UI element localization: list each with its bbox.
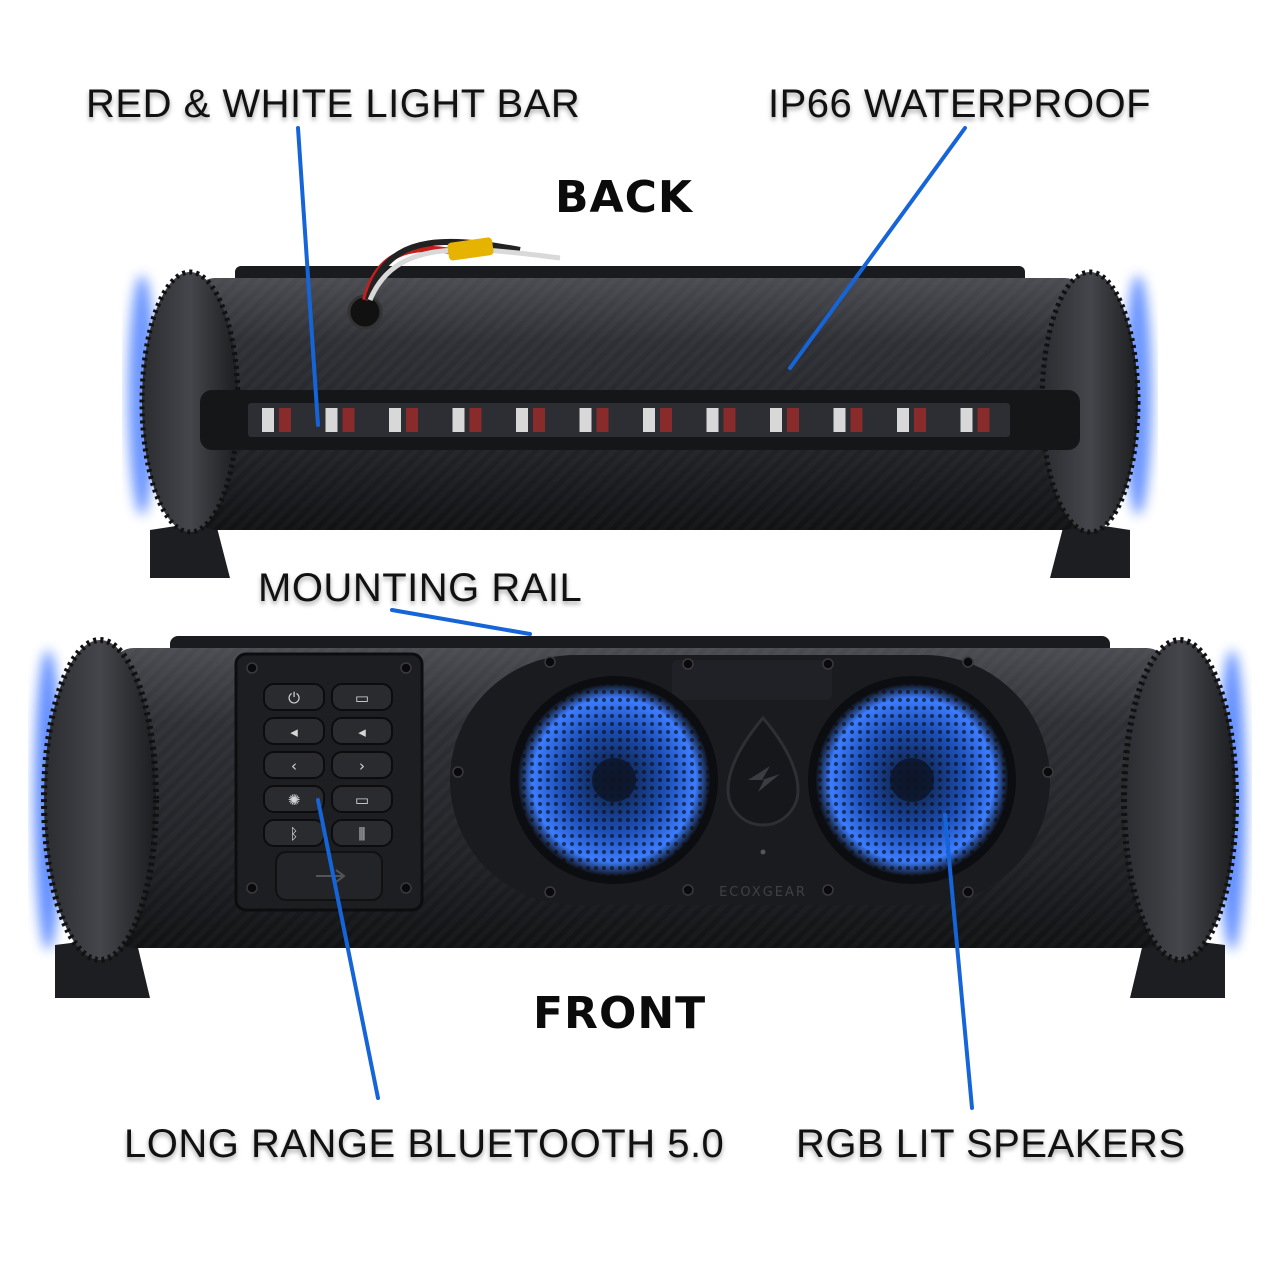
led-segment (643, 408, 655, 432)
led-segment (706, 408, 719, 432)
led-segment (596, 408, 609, 432)
led-segment (833, 408, 846, 432)
leader-lines (296, 126, 974, 1110)
left-end-cap-front (44, 640, 156, 960)
left-end-cap (142, 272, 238, 532)
usb-icon (316, 869, 346, 883)
next-button[interactable] (331, 751, 393, 779)
volume-up-button[interactable] (331, 717, 393, 745)
next-icon: › (359, 757, 365, 775)
led-segment (914, 408, 926, 432)
front-view-speaker: ⏻ ▭ ◂ ◂ ‹ › ✺ ▭ ᛒ ⫼ ECOXGEAR (34, 636, 1246, 998)
right-speaker (808, 676, 1016, 884)
led-segment (579, 408, 592, 432)
power-icon: ⏻ (288, 689, 300, 707)
previous-icon: ‹ (291, 757, 297, 775)
back-view-speaker (128, 237, 1152, 578)
volume-down-button[interactable] (263, 717, 325, 745)
left-foot (150, 520, 230, 578)
right-end-cap (1042, 272, 1138, 532)
led-segment (787, 408, 799, 432)
led-segment (389, 408, 401, 432)
panel-screws (246, 656, 1054, 898)
light-mode-icon: ✺ (288, 791, 301, 809)
leader-light-bar (296, 126, 320, 427)
led-segment (452, 408, 465, 432)
leader-speakers (943, 813, 974, 1110)
right-end-cap-front (1124, 640, 1236, 960)
led-segment (533, 408, 545, 432)
led-segment (406, 408, 418, 432)
light-bar-callout: RED & WHITE LIGHT BAR (86, 82, 581, 126)
speakers-callout: RGB LIT SPEAKERS (796, 1122, 1186, 1166)
led-segment (279, 408, 291, 432)
light-bar (248, 403, 1010, 437)
waterproof-callout: IP66 WATERPROOF (768, 82, 1152, 126)
brand-text: ECOXGEAR (719, 885, 807, 900)
led-segment (660, 408, 672, 432)
led-segment (469, 408, 482, 432)
led-segment (850, 408, 863, 432)
previous-button[interactable] (263, 751, 325, 779)
stereo-pair-icon: ⫼ (359, 825, 366, 843)
stereo-pair-button[interactable] (331, 819, 393, 847)
control-buttons: ⏻ ▭ ◂ ◂ ‹ › ✺ ▭ ᛒ ⫼ (263, 683, 393, 847)
light-mode-button[interactable] (263, 785, 325, 813)
light-bar-leds (262, 408, 990, 432)
light-bar-icon: ▭ (355, 791, 369, 809)
led-segment (262, 408, 274, 432)
mounting-rail-callout: MOUNTING RAIL (258, 566, 583, 610)
bluetooth-icon: ᛒ (289, 825, 298, 843)
mode-icon: ▭ (355, 689, 369, 707)
left-foot-front (55, 935, 150, 998)
led-segment (516, 408, 528, 432)
bluetooth-callout: LONG RANGE BLUETOOTH 5.0 (124, 1122, 725, 1166)
left-speaker (510, 676, 718, 884)
back-view-label: BACK (555, 172, 693, 223)
power-button[interactable] (263, 683, 325, 711)
front-view-label: FRONT (533, 988, 707, 1039)
indicator-led (760, 849, 766, 855)
leader-waterproof (788, 126, 967, 370)
led-segment (897, 408, 909, 432)
leader-bluetooth (316, 798, 380, 1100)
volume-up-icon: ◂ (358, 723, 366, 741)
mode-button[interactable] (331, 683, 393, 711)
led-segment (770, 408, 782, 432)
led-segment (325, 408, 338, 432)
led-segment (960, 408, 973, 432)
led-segment (723, 408, 736, 432)
right-foot (1050, 520, 1130, 578)
leader-mounting-rail (390, 608, 532, 636)
led-segment (977, 408, 990, 432)
light-bar-button[interactable] (331, 785, 393, 813)
led-segment (342, 408, 355, 432)
cable-gland (347, 294, 383, 330)
volume-down-icon: ◂ (290, 723, 298, 741)
